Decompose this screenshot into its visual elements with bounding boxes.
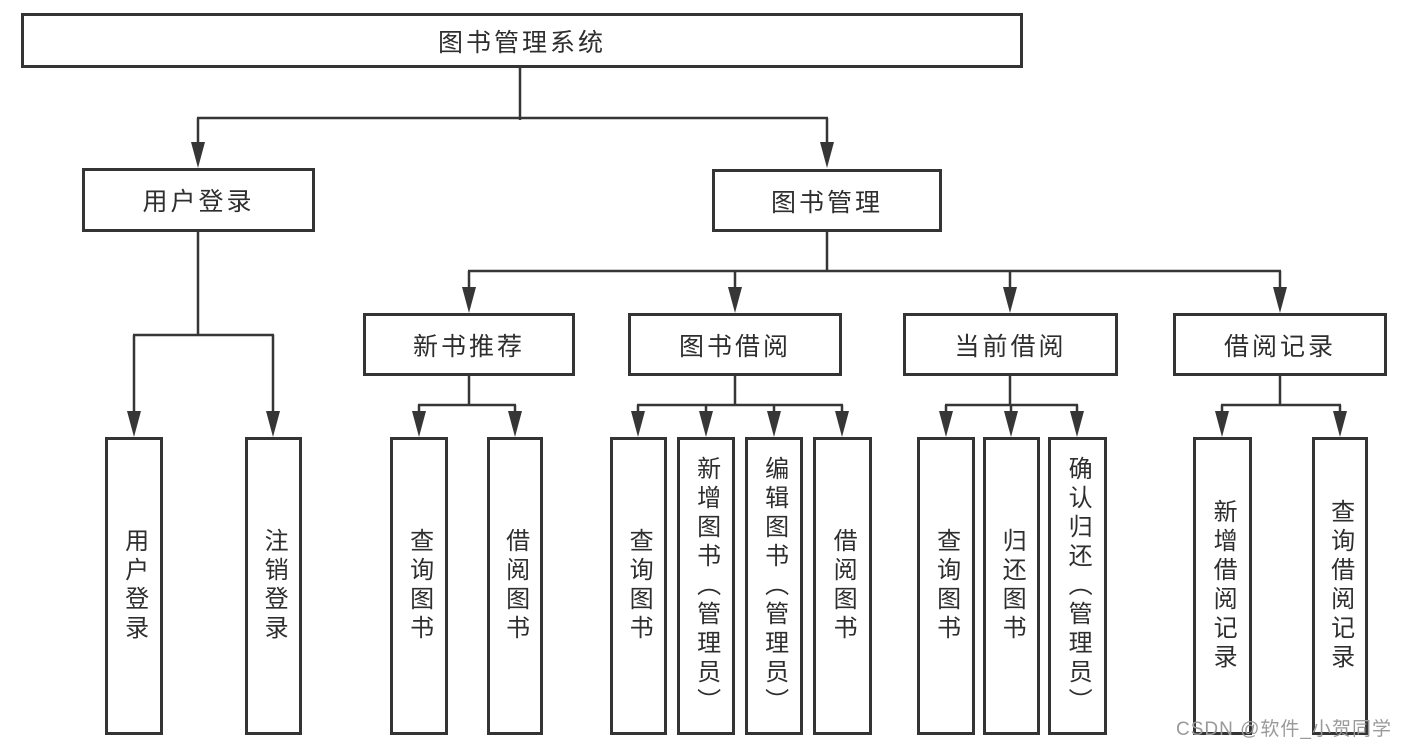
node-current-borrow: 当前借阅 bbox=[903, 313, 1118, 376]
node-bb-query-books-label: 查询图书 bbox=[625, 528, 653, 644]
node-root: 图书管理系统 bbox=[21, 13, 1023, 68]
node-cb-query-books-label: 查询图书 bbox=[932, 528, 960, 644]
node-cb-return-books: 归还图书 bbox=[983, 437, 1040, 735]
node-borrow-records: 借阅记录 bbox=[1173, 313, 1387, 376]
node-cb-confirm-return-admin-label: 确认归还（管理员） bbox=[1064, 455, 1092, 717]
node-current-borrow-label: 当前借阅 bbox=[954, 332, 1067, 361]
node-bb-edit-books-admin-label: 编辑图书（管理员） bbox=[760, 455, 788, 717]
node-cb-return-books-label: 归还图书 bbox=[998, 528, 1026, 644]
node-book-management: 图书管理 bbox=[712, 169, 942, 232]
node-user-login: 用户登录 bbox=[82, 168, 315, 232]
node-borrow-records-label: 借阅记录 bbox=[1223, 332, 1336, 361]
node-bb-borrow-books-label: 借阅图书 bbox=[829, 528, 857, 644]
node-nbr-query-books-label: 查询图书 bbox=[405, 528, 433, 644]
node-bb-edit-books-admin: 编辑图书（管理员） bbox=[745, 437, 803, 735]
node-cb-confirm-return-admin: 确认归还（管理员） bbox=[1048, 437, 1107, 735]
node-book-borrow: 图书借阅 bbox=[628, 313, 842, 376]
node-book-management-label: 图书管理 bbox=[770, 188, 883, 217]
node-logout-label: 注销登录 bbox=[260, 528, 288, 644]
watermark: CSDN @软件_小贺同学 bbox=[1176, 719, 1392, 740]
node-new-book-recommend-label: 新书推荐 bbox=[412, 332, 525, 361]
node-nbr-query-books: 查询图书 bbox=[390, 437, 448, 735]
node-new-book-recommend: 新书推荐 bbox=[363, 313, 575, 376]
node-login-label: 用户登录 bbox=[120, 528, 148, 644]
node-bb-query-books: 查询图书 bbox=[610, 437, 667, 735]
node-nbr-borrow-books: 借阅图书 bbox=[487, 437, 543, 735]
node-br-add-record-label: 新增借阅记录 bbox=[1209, 499, 1237, 673]
node-nbr-borrow-books-label: 借阅图书 bbox=[501, 528, 529, 644]
node-bb-add-books-admin: 新增图书（管理员） bbox=[677, 437, 735, 735]
node-user-login-label: 用户登录 bbox=[142, 188, 255, 216]
node-login: 用户登录 bbox=[105, 437, 163, 735]
node-br-query-record: 查询借阅记录 bbox=[1312, 437, 1368, 735]
node-br-add-record: 新增借阅记录 bbox=[1193, 437, 1252, 735]
node-cb-query-books: 查询图书 bbox=[917, 437, 975, 735]
node-br-query-record-label: 查询借阅记录 bbox=[1326, 499, 1354, 673]
node-bb-add-books-admin-label: 新增图书（管理员） bbox=[692, 455, 720, 717]
node-logout: 注销登录 bbox=[245, 437, 302, 735]
node-root-label: 图书管理系统 bbox=[437, 28, 606, 57]
node-bb-borrow-books: 借阅图书 bbox=[813, 437, 872, 735]
node-book-borrow-label: 图书借阅 bbox=[678, 332, 791, 361]
